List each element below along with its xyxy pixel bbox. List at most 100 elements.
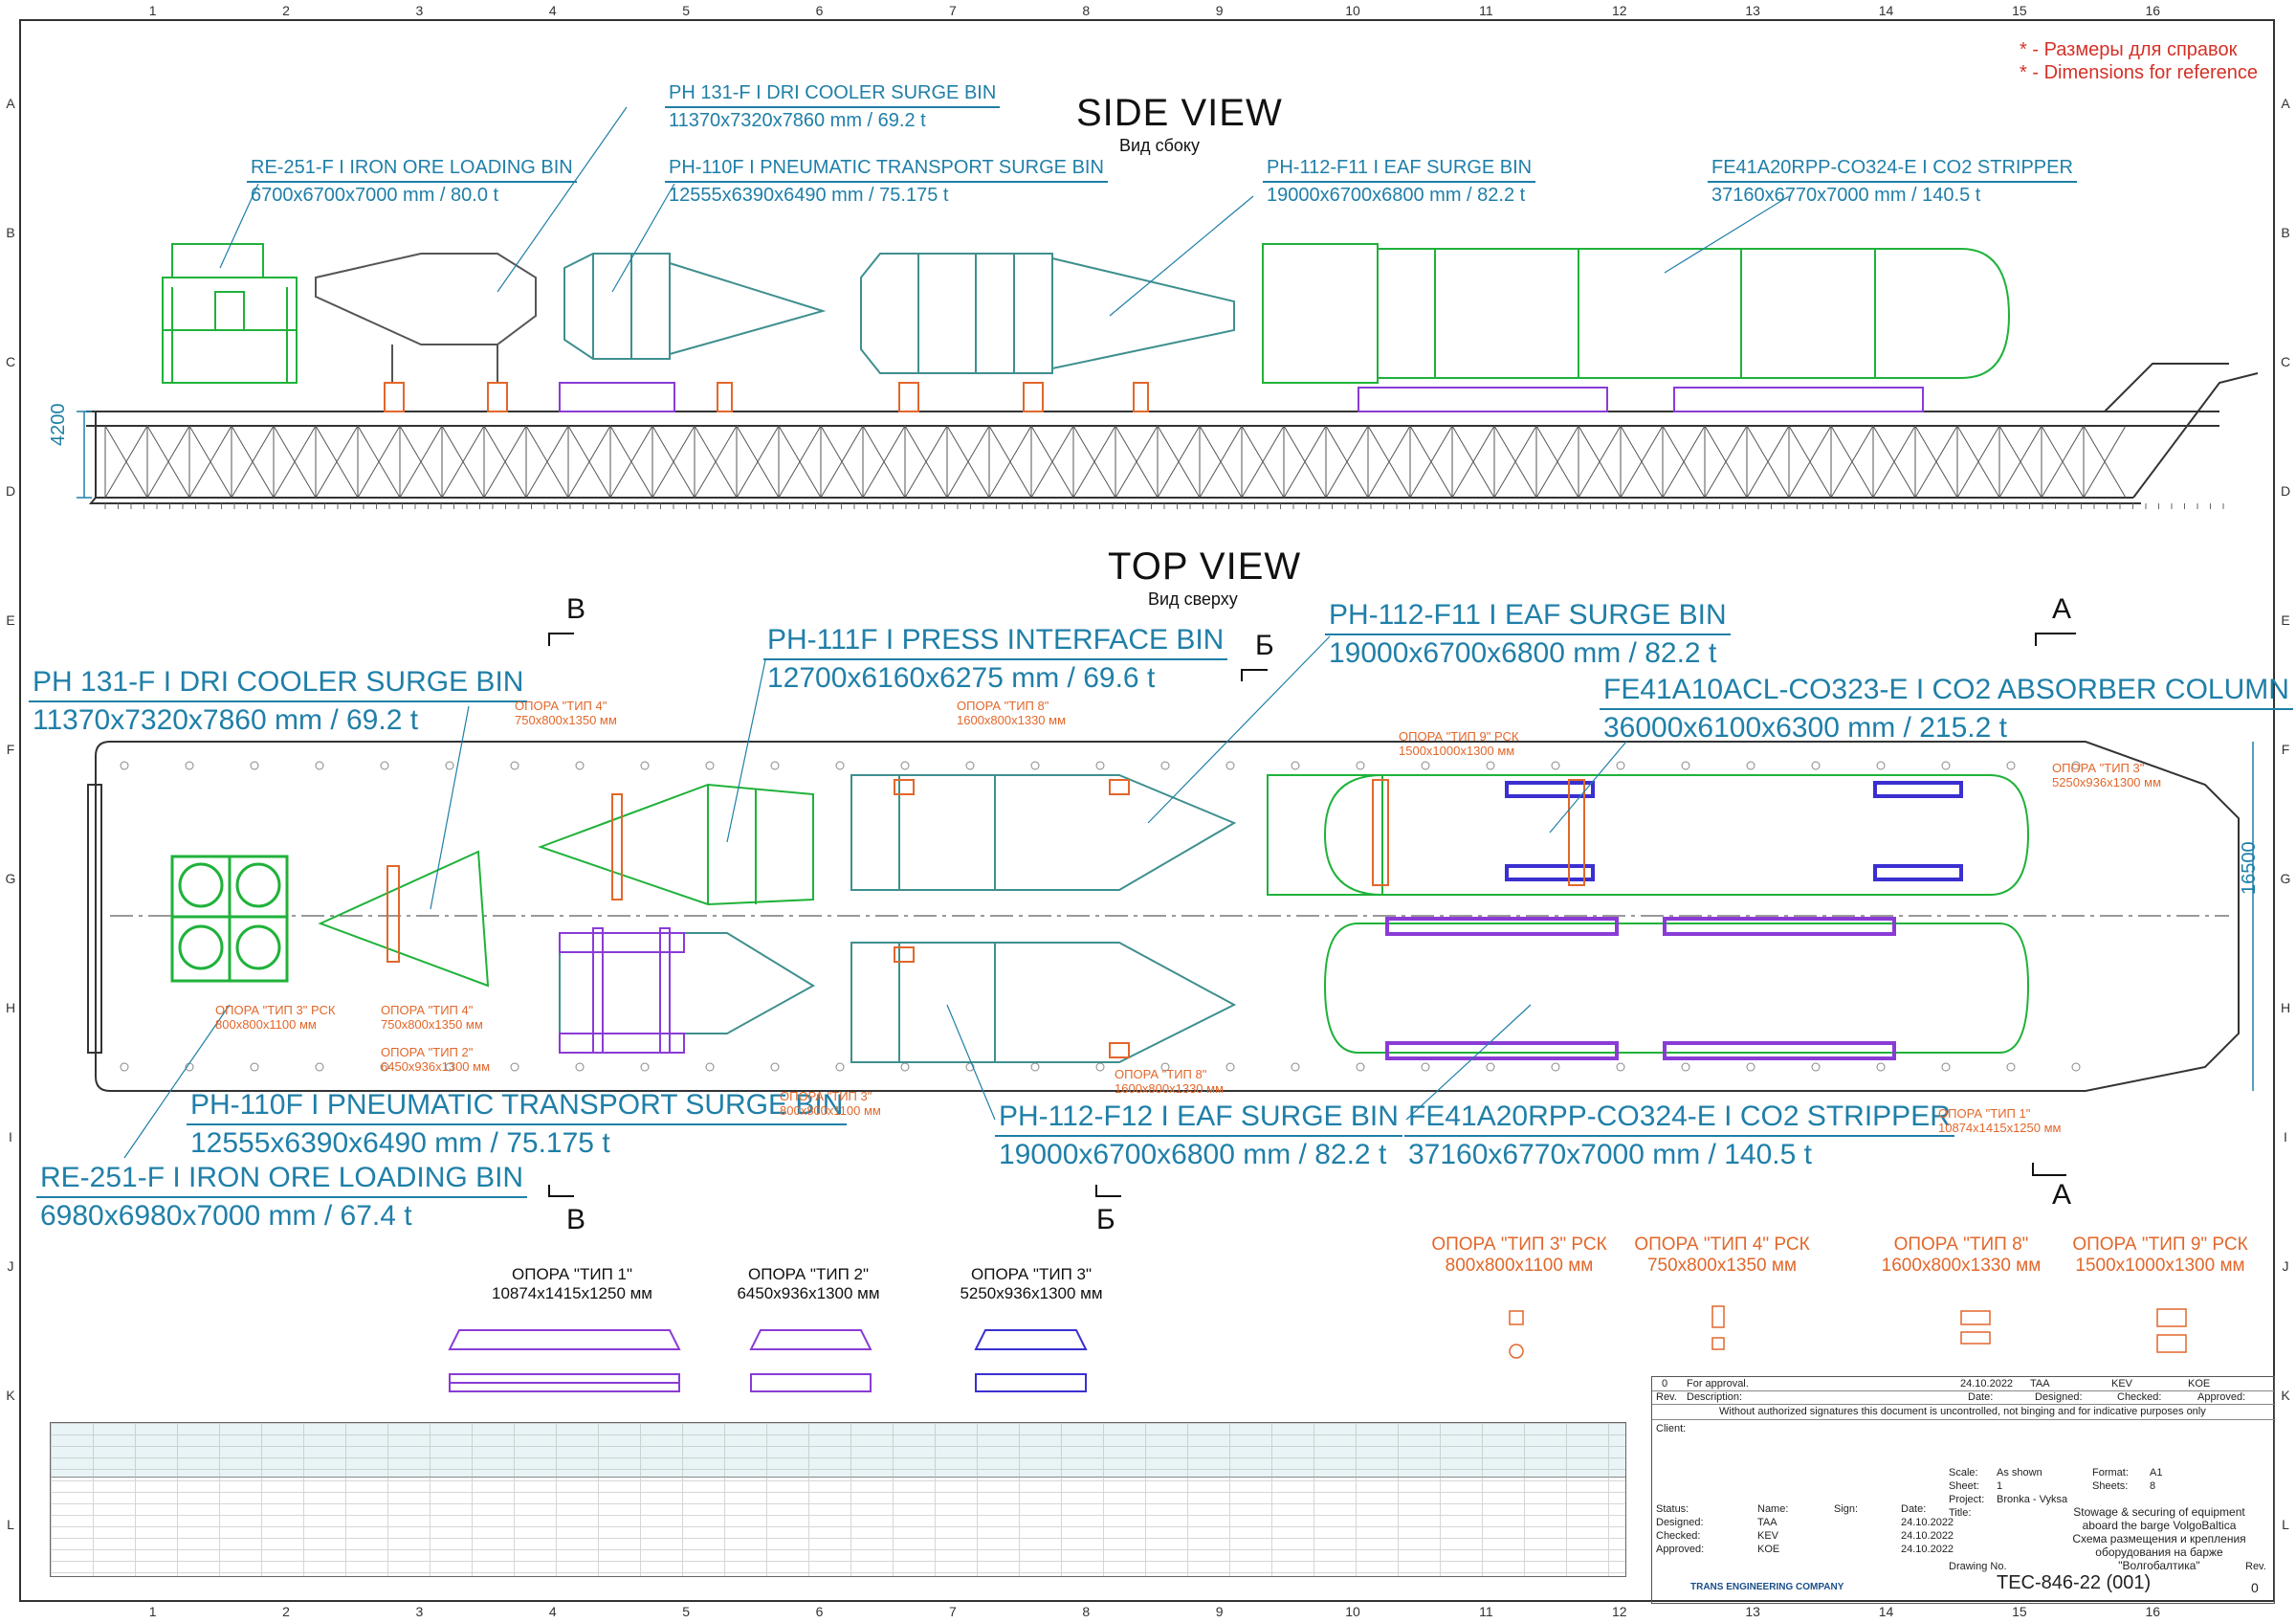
grid-column-label: 15	[2012, 1604, 2027, 1619]
format-value: A1	[2150, 1467, 2163, 1478]
truss-member	[483, 425, 527, 499]
deck-fitting	[1811, 761, 1821, 770]
truss-member	[862, 425, 906, 499]
truss-member	[441, 425, 485, 499]
status-checked: Checked:	[1656, 1530, 1701, 1542]
grid-row-label: B	[2281, 224, 2290, 240]
drawing-number-label: Drawing No.	[1949, 1561, 2007, 1572]
deck-fitting	[1616, 761, 1625, 770]
deck-fitting	[1160, 761, 1170, 770]
rev-drawn: TAA	[2030, 1378, 2050, 1390]
top-co2-absorber	[1267, 774, 2030, 896]
side-co2-stripper	[1262, 243, 2011, 412]
scale-value: As shown	[1997, 1467, 2042, 1478]
grid-column-label: 10	[1345, 1604, 1360, 1619]
deck-fitting	[705, 1062, 715, 1072]
deck-fitting	[445, 761, 454, 770]
truss-member	[2083, 425, 2127, 499]
deck-fitting	[250, 1062, 259, 1072]
rev-date: 24.10.2022	[1960, 1378, 2014, 1390]
deck-fitting	[1941, 761, 1951, 770]
deck-fitting	[120, 761, 129, 770]
truss-member	[146, 425, 190, 499]
truss-member	[1872, 425, 1916, 499]
deck-fitting	[1811, 1062, 1821, 1072]
truss-member	[651, 425, 695, 499]
support-callout-tip3-bow: ОПОРА "ТИП 3"5250x936x1300 мм	[2052, 761, 2162, 789]
deck-fitting	[1486, 761, 1495, 770]
section-mark-a-bottom: A	[2052, 1179, 2072, 1211]
truss-member	[567, 425, 611, 499]
grid-row-label: F	[6, 741, 15, 757]
truss-member	[273, 425, 317, 499]
deck-fitting	[445, 1062, 454, 1072]
side-leader-lines	[219, 106, 1790, 317]
sheet-label: Sheet:	[1949, 1480, 1979, 1492]
deck-fitting	[835, 1062, 845, 1072]
grid-column-label: 7	[949, 3, 957, 18]
grid-row-label: H	[2280, 999, 2291, 1015]
deck-fitting	[1551, 1062, 1560, 1072]
grid-row-label: D	[2280, 482, 2291, 499]
top-label-co2-absorber: FE41A10ACL-CO323-E I CO2 ABSORBER COLUMN…	[1600, 674, 2293, 745]
legend-orange-supports	[1509, 1305, 2187, 1359]
grid-column-label: 14	[1878, 3, 1894, 18]
grid-row-label: D	[5, 482, 16, 499]
truss-member	[357, 425, 401, 499]
deck-fitting	[1681, 761, 1690, 770]
top-eaf-surge-bin-2	[850, 942, 1237, 1063]
truss-member	[1367, 425, 1411, 499]
deck-fitting	[2006, 1062, 2016, 1072]
rev-header-rev: Rev.	[1656, 1391, 1677, 1403]
truss-member	[1241, 425, 1285, 499]
project-value: Bronka - Vyksa	[1997, 1494, 2068, 1505]
rev-checked: KEV	[2111, 1378, 2133, 1390]
status-checked-name: KEV	[1757, 1530, 1779, 1542]
grid-column-label: 14	[1878, 1604, 1894, 1619]
top-iron-ore-bin	[170, 855, 289, 983]
truss-member	[1072, 425, 1116, 499]
deck-fitting	[640, 1062, 650, 1072]
grid-column-label: 9	[1215, 1604, 1224, 1619]
grid-row-label: B	[6, 224, 15, 240]
grid-row-label: F	[2281, 741, 2290, 757]
grid-column-label: 16	[2145, 1604, 2161, 1619]
grid-row-label: I	[2284, 1128, 2287, 1145]
deck-fitting	[510, 1062, 519, 1072]
deck-fitting	[575, 761, 585, 770]
side-dri-cooler-bin	[315, 253, 537, 412]
grid-column-label: 3	[415, 1604, 424, 1619]
grid-row-label: C	[2280, 353, 2291, 369]
grid-column-label: 12	[1612, 1604, 1627, 1619]
deck-fitting	[1095, 761, 1105, 770]
top-co2-stripper	[1323, 917, 2030, 1060]
status-approved-date: 24.10.2022	[1901, 1544, 1954, 1555]
deck-fitting	[1030, 761, 1040, 770]
grid-row-label: L	[7, 1516, 14, 1532]
deck-fitting	[575, 1062, 585, 1072]
truss-member	[820, 425, 864, 499]
grid-column-label: 4	[548, 3, 557, 18]
status-designed-date: 24.10.2022	[1901, 1517, 1954, 1528]
grid-column-label: 1	[148, 3, 157, 18]
deck-fitting	[250, 761, 259, 770]
legend-tip8-label: ОПОРА "ТИП 8"1600x800x1330 мм	[1881, 1234, 2042, 1276]
deck-fitting	[1486, 1062, 1495, 1072]
truss-member	[1409, 425, 1453, 499]
truss-member	[1998, 425, 2042, 499]
support-callout-tip2: ОПОРА "ТИП 2"6450x936x1300 мм	[381, 1045, 491, 1074]
truss-member	[1493, 425, 1537, 499]
deck-fitting	[900, 1062, 910, 1072]
truss-member	[315, 425, 359, 499]
side-view-frame-scale	[104, 503, 2224, 509]
company-name: TRANS ENGINEERING COMPANY	[1690, 1582, 1844, 1592]
deck-fitting	[1421, 1062, 1430, 1072]
